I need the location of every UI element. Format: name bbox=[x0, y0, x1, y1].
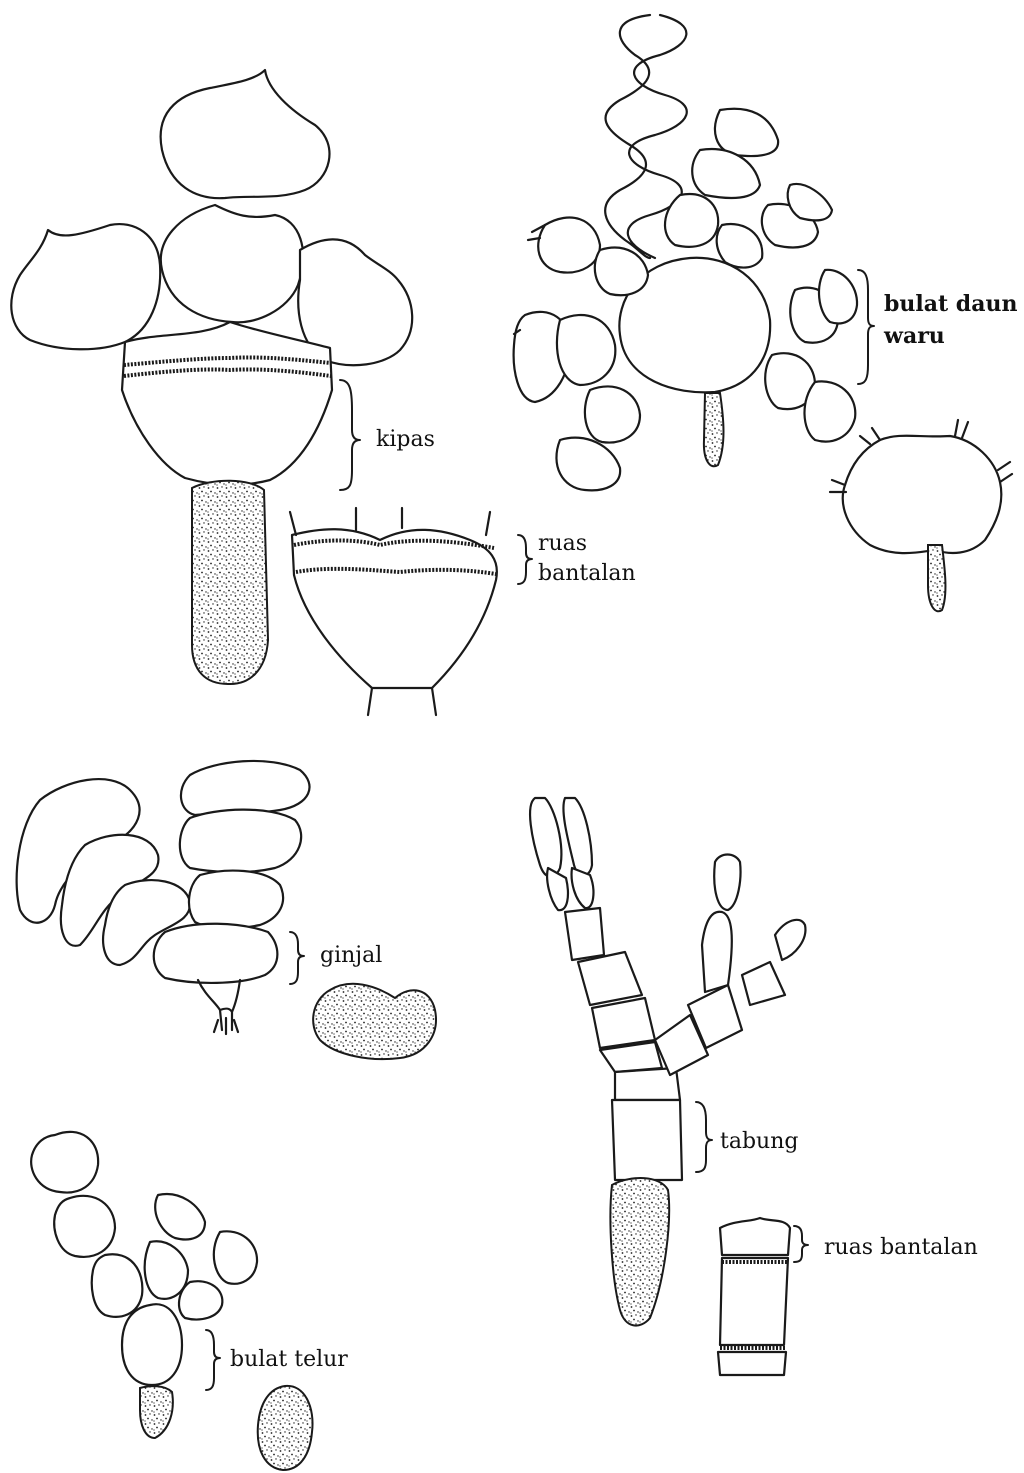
label-waru: waru bbox=[883, 323, 945, 349]
ginjal-stem bbox=[198, 980, 240, 1034]
telur-segment-2 bbox=[54, 1196, 115, 1257]
label-bantalan-1: bantalan bbox=[538, 561, 636, 586]
bulat-daun-waru-plant bbox=[514, 15, 857, 490]
kipas-segment-top bbox=[161, 70, 330, 198]
waru-right-4 bbox=[804, 381, 855, 441]
waru-left-4 bbox=[557, 315, 615, 385]
tabung-right-branch-5 bbox=[742, 962, 785, 1005]
bracket-tabung bbox=[696, 1102, 712, 1172]
tabung-right-branch-6 bbox=[775, 920, 805, 960]
telur-segment-7 bbox=[179, 1281, 222, 1319]
tabung-right-branch-3 bbox=[702, 912, 732, 992]
waru-detail-stem bbox=[928, 545, 945, 611]
bracket-kipas bbox=[340, 380, 360, 490]
bracket-bulat-telur bbox=[206, 1330, 220, 1390]
telur-segment-4 bbox=[155, 1194, 205, 1239]
kipas-segment-left bbox=[11, 224, 160, 349]
ginjal-segment-5 bbox=[180, 810, 301, 873]
tabung-detail-segment bbox=[718, 1218, 790, 1375]
waru-stem bbox=[704, 393, 724, 466]
waru-detail-segment bbox=[830, 420, 1012, 611]
label-ruas-1: ruas bbox=[538, 531, 587, 556]
ruas-bantalan-detail-1 bbox=[290, 508, 497, 715]
telur-stock bbox=[140, 1386, 173, 1438]
pad-segment-outline bbox=[292, 529, 497, 688]
kipas-stock bbox=[192, 481, 268, 684]
waru-branch-1 bbox=[715, 109, 778, 156]
bulat-telur-detail-segment bbox=[258, 1386, 313, 1470]
tabung-chain-left bbox=[530, 798, 592, 877]
waru-left-1 bbox=[538, 218, 600, 273]
egg-shape bbox=[258, 1386, 313, 1470]
kipas-segment-main bbox=[122, 322, 332, 485]
label-kipas: kipas bbox=[376, 427, 435, 452]
ginjal-detail-segment bbox=[313, 984, 436, 1059]
telur-main-segment bbox=[122, 1304, 182, 1385]
waru-left-2 bbox=[595, 248, 648, 296]
tube-top-pad bbox=[720, 1218, 790, 1255]
tube-segment-body bbox=[720, 1258, 788, 1345]
ginjal-segment-6 bbox=[189, 871, 283, 929]
tabung-right-branch-4 bbox=[714, 855, 740, 911]
ginjal-plant bbox=[17, 761, 310, 1034]
tabung-stock bbox=[610, 1178, 669, 1326]
bracket-ruas-bantalan-1 bbox=[518, 535, 532, 584]
label-tabung: tabung bbox=[720, 1129, 798, 1154]
bracket-bulat-daun bbox=[858, 270, 874, 384]
tabung-seg-f bbox=[612, 1100, 682, 1180]
tabung-seg-b bbox=[578, 952, 642, 1005]
tabung-chain-left-3 bbox=[572, 868, 594, 908]
label-bulat-telur: bulat telur bbox=[230, 1347, 348, 1372]
kidney-shape bbox=[313, 984, 436, 1059]
label-ginjal: ginjal bbox=[320, 943, 382, 968]
bracket-ginjal bbox=[290, 932, 304, 984]
waru-right-2 bbox=[819, 270, 857, 324]
waru-left-5 bbox=[585, 386, 640, 442]
bulat-telur-plant bbox=[31, 1132, 257, 1438]
waru-detail-outline bbox=[843, 436, 1002, 553]
telur-segment-6 bbox=[214, 1231, 257, 1283]
telur-segment-3 bbox=[92, 1254, 143, 1317]
label-ruas-bantalan-2: ruas bantalan bbox=[824, 1235, 978, 1260]
tabung-seg-a bbox=[565, 908, 604, 960]
tabung-seg-c bbox=[592, 998, 655, 1048]
kipas-segment-middle bbox=[161, 205, 303, 322]
waru-left-6 bbox=[556, 438, 620, 491]
waru-branch-6 bbox=[717, 224, 763, 268]
ginjal-segment-7 bbox=[154, 924, 278, 983]
waru-branch-3 bbox=[665, 194, 718, 247]
telur-segment-1 bbox=[31, 1132, 98, 1193]
label-bulat-daun: bulat daun bbox=[884, 291, 1017, 317]
tabung-chain-left-2 bbox=[547, 868, 568, 910]
ginjal-segment-4 bbox=[181, 761, 310, 815]
tube-bottom-pad bbox=[718, 1352, 786, 1375]
bracket-ruas-bantalan-2 bbox=[794, 1226, 808, 1262]
